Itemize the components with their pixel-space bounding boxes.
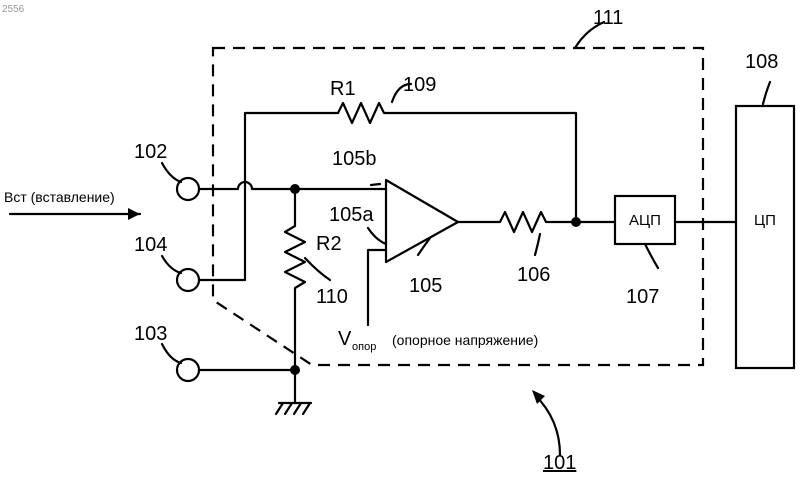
label-103: 103 [134, 323, 167, 345]
junction-ground [290, 365, 300, 375]
junction-r2-top [290, 184, 300, 194]
vref-note: (опорное напряжение) [392, 332, 538, 348]
leader-104 [162, 256, 181, 273]
label-105a: 105a [329, 204, 374, 226]
label-r1: R1 [330, 78, 356, 100]
leader-101 [535, 395, 560, 455]
leader-105b [371, 184, 380, 185]
cpu-block-108 [736, 106, 794, 368]
ground-symbol [276, 403, 311, 414]
corner-mark: 2556 [2, 4, 25, 15]
input-label: Вст (вставление) [4, 189, 115, 205]
label-108: 108 [745, 51, 778, 73]
vref-sub: опор [352, 341, 376, 353]
label-111: 111 [593, 7, 623, 29]
leader-102 [162, 163, 181, 182]
leader-106 [535, 234, 540, 255]
label-106: 106 [517, 264, 550, 286]
label-105: 105 [409, 275, 442, 297]
label-r2: R2 [316, 233, 342, 255]
leader-107 [645, 244, 658, 268]
leader-108 [763, 82, 770, 104]
label-110: 110 [316, 286, 348, 308]
input-arrow-head [128, 208, 140, 220]
label-109: 109 [403, 74, 436, 96]
leader-105a [368, 228, 386, 244]
leader-101-arrowhead [532, 390, 545, 404]
label-104: 104 [134, 234, 167, 256]
label-107: 107 [626, 286, 659, 308]
label-101: 101 [543, 452, 576, 474]
resistor-106 [458, 212, 615, 232]
label-102: 102 [134, 141, 167, 163]
leader-103 [162, 344, 181, 363]
leader-110 [305, 258, 330, 280]
wire-vref [368, 250, 386, 325]
vref-main: V [338, 328, 352, 350]
cpu-label: ЦП [754, 212, 776, 229]
label-105b: 105b [332, 148, 377, 170]
adc-label: АЦП [629, 212, 661, 229]
